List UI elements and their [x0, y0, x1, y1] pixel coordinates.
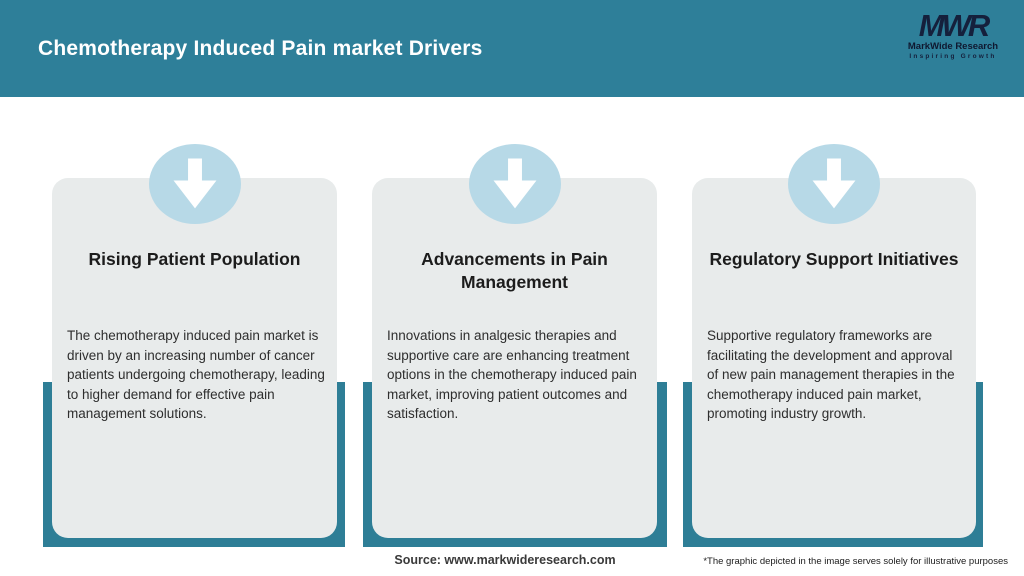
logo-name: MarkWide Research	[907, 41, 999, 52]
source-text: Source: www.markwideresearch.com	[394, 553, 616, 567]
arrow-down-icon	[493, 158, 536, 209]
arrow-down-icon	[173, 158, 216, 209]
card-description: Innovations in analgesic therapies and s…	[387, 328, 637, 421]
arrow-down-icon	[812, 158, 856, 209]
card-title: Advancements in Pain Management	[421, 249, 608, 292]
page-title: Chemotherapy Induced Pain market Drivers	[38, 36, 483, 60]
disclaimer-text: *The graphic depicted in the image serve…	[703, 556, 1008, 567]
driver-card: Advancements in Pain Management Innovati…	[372, 144, 657, 538]
driver-card: Regulatory Support Initiatives Supportiv…	[692, 144, 976, 538]
icon-circle	[468, 144, 561, 224]
card-title: Rising Patient Population	[88, 249, 301, 269]
driver-card: Rising Patient Population The chemothera…	[52, 144, 337, 538]
markwide-research-logo: MWR MarkWide Research Inspiring Growth	[898, 8, 1008, 61]
logo-tagline: Inspiring Growth	[909, 53, 997, 60]
card-description: Supportive regulatory frameworks are fac…	[707, 328, 955, 421]
logo-mark: MWR	[918, 8, 990, 43]
card-description: The chemotherapy induced pain market is …	[67, 328, 325, 421]
icon-circle	[148, 144, 241, 224]
card-title: Regulatory Support Initiatives	[709, 249, 959, 269]
header-bar: Chemotherapy Induced Pain market Drivers…	[0, 0, 1024, 97]
icon-circle	[788, 144, 880, 224]
